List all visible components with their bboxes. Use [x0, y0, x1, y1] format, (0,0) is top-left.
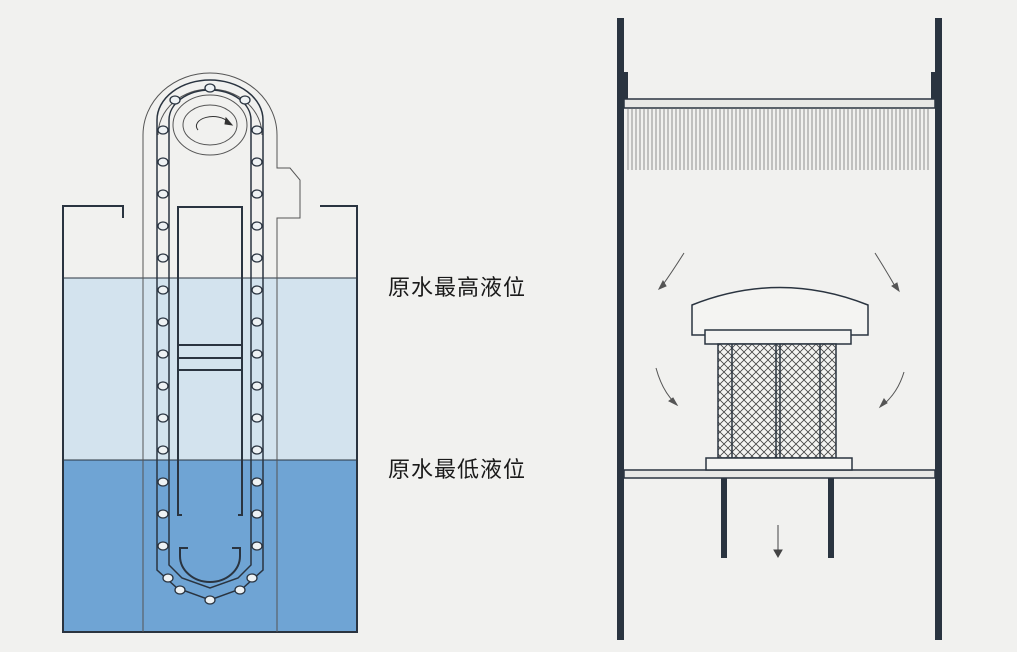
chain-link [204, 83, 216, 93]
chain-link [251, 541, 263, 551]
chain-link [174, 585, 186, 595]
low-water-level-label: 原水最低液位 [388, 458, 527, 483]
chain-link [157, 413, 169, 423]
floor-slab [623, 469, 936, 479]
left-wall [617, 18, 624, 640]
chain-link [251, 189, 263, 199]
chain-link [251, 317, 263, 327]
filter-unit [691, 286, 869, 471]
chain-link [251, 445, 263, 455]
chain-link [169, 95, 181, 105]
airflow-arrow-icon [655, 252, 905, 409]
chain-link [251, 349, 263, 359]
chain-link [251, 253, 263, 263]
chain-link [251, 413, 263, 423]
chain-link [157, 349, 169, 359]
chain-link [204, 595, 216, 605]
high-water-level-label: 原水最高液位 [388, 276, 527, 301]
support-leg-left [721, 478, 727, 558]
water-tank [62, 205, 358, 633]
chain-link [157, 477, 169, 487]
top-beam [623, 98, 936, 109]
drive-sprocket [172, 94, 248, 156]
chain-link [251, 509, 263, 519]
chain-link [157, 541, 169, 551]
chain-link [251, 381, 263, 391]
chain-link [239, 95, 251, 105]
fill-media-hatch [627, 109, 929, 170]
chain-link [157, 125, 169, 135]
chain-link [246, 573, 258, 583]
chain-link [157, 317, 169, 327]
filter-mesh [717, 343, 837, 459]
right-wall [935, 18, 942, 640]
chain-link [157, 509, 169, 519]
chain-links [157, 83, 263, 605]
chain-link [251, 221, 263, 231]
chain-link [157, 189, 169, 199]
inner-frame [177, 206, 243, 583]
chain-link [157, 157, 169, 167]
chain-link [157, 285, 169, 295]
scraper-bucket [179, 547, 241, 583]
chain-link [234, 585, 246, 595]
chain-link [157, 445, 169, 455]
chain-link [157, 221, 169, 231]
water-lower-band [63, 460, 357, 632]
support-leg-right [828, 478, 834, 558]
chain-link [157, 381, 169, 391]
filter-cap [691, 286, 869, 336]
down-arrow-icon [773, 525, 783, 559]
chain-link [251, 157, 263, 167]
rotation-arrow-icon [195, 116, 234, 131]
chain-link [162, 573, 174, 583]
chain-link [157, 253, 169, 263]
chain-link [251, 285, 263, 295]
chain-link [251, 477, 263, 487]
chain-link [251, 125, 263, 135]
